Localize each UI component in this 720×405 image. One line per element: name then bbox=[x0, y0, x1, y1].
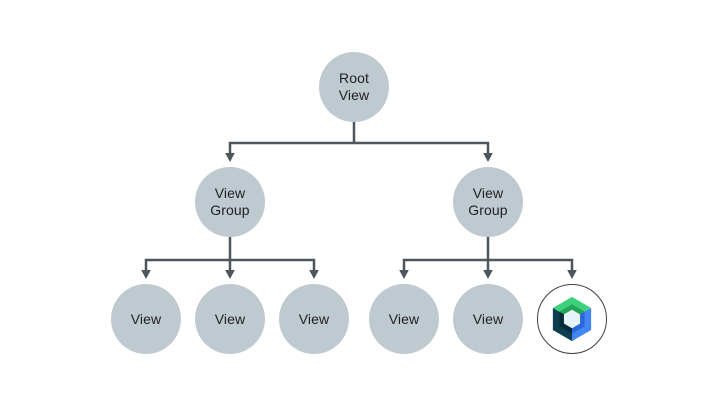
arrowheads bbox=[141, 153, 577, 279]
node-view-left-1: View bbox=[111, 284, 181, 354]
node-view-right-2: View bbox=[453, 284, 523, 354]
jetpack-compose-icon bbox=[552, 296, 592, 342]
node-view-group-right: View Group bbox=[453, 167, 523, 237]
node-jetpack-compose bbox=[537, 284, 607, 354]
arrowhead-icon bbox=[399, 270, 409, 279]
edge-level1-rail bbox=[228, 141, 490, 154]
node-view-right-1: View bbox=[369, 284, 439, 354]
node-view-left-2: View bbox=[195, 284, 265, 354]
arrowhead-icon bbox=[225, 153, 235, 162]
node-view-left-3: View bbox=[279, 284, 349, 354]
arrowhead-icon bbox=[483, 270, 493, 279]
arrowhead-icon bbox=[483, 153, 493, 162]
node-view-group-left: View Group bbox=[195, 167, 265, 237]
node-root-view: Root View bbox=[319, 52, 389, 122]
arrowhead-icon bbox=[141, 270, 151, 279]
edge-level2-left-rail bbox=[144, 258, 316, 271]
edge-level2-right-rail bbox=[402, 258, 574, 271]
arrowhead-icon bbox=[225, 270, 235, 279]
arrowhead-icon bbox=[309, 270, 319, 279]
arrowhead-icon bbox=[567, 270, 577, 279]
